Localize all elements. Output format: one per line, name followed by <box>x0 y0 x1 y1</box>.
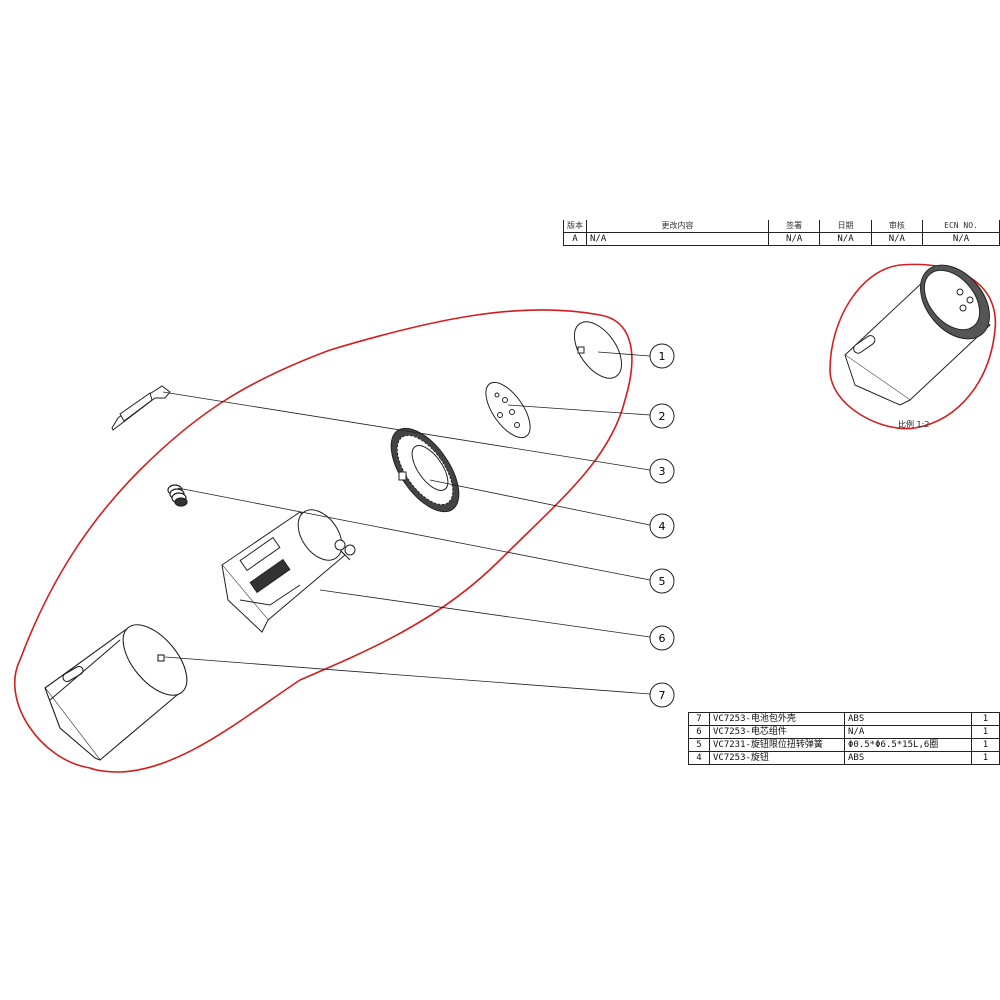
part-7-housing <box>44 624 188 761</box>
balloon-4-label: 4 <box>659 520 666 533</box>
bom-name: VC7253-电池包外壳 <box>709 712 845 726</box>
part-4-knob <box>390 427 460 513</box>
leader-1 <box>597 351 651 357</box>
bom-material: N/A <box>844 725 972 739</box>
revision-row: A N/A N/A N/A N/A N/A <box>563 232 1000 246</box>
leader-5 <box>177 487 651 581</box>
bom-qty: 1 <box>971 712 1000 726</box>
leader-3 <box>162 391 651 471</box>
balloon-3: 3 <box>649 458 675 484</box>
part-5-spring <box>167 484 188 507</box>
bom-qty: 1 <box>971 725 1000 739</box>
leader-6 <box>319 589 651 638</box>
balloon-4: 4 <box>649 513 675 539</box>
bom-row: 4 VC7253-旋钮 ABS 1 <box>688 751 1000 765</box>
markup-outline-exploded <box>14 309 633 773</box>
bom-row: 5 VC7231-旋钮限位扭转弹簧 Φ0.5*Φ6.5*15L,6圈 1 <box>688 738 1000 752</box>
bom-material: Φ0.5*Φ6.5*15L,6圈 <box>844 738 972 752</box>
bom-table: 7 VC7253-电池包外壳 ABS 1 6 VC7253-电芯组件 N/A 1… <box>688 712 1000 765</box>
leader-7 <box>164 656 651 695</box>
balloon-3-label: 3 <box>659 465 666 478</box>
bom-material: ABS <box>844 751 972 765</box>
part-6-cell-assembly <box>221 509 356 633</box>
bom-name: VC7231-旋钮限位扭转弹簧 <box>709 738 845 752</box>
bom-qty: 1 <box>971 751 1000 765</box>
balloon-6: 6 <box>649 625 675 651</box>
part-1-cover <box>573 321 623 379</box>
markup-outline-assembled <box>829 263 997 430</box>
bom-qty: 1 <box>971 738 1000 752</box>
rev-cell: A <box>563 232 587 246</box>
ecn-cell: N/A <box>922 232 1000 246</box>
balloon-7: 7 <box>649 682 675 708</box>
leader-lines <box>162 351 651 695</box>
assembled-view <box>844 264 991 406</box>
balloon-7-label: 7 <box>659 689 666 702</box>
bom-no: 6 <box>688 725 710 739</box>
bom-no: 4 <box>688 751 710 765</box>
balloons: 1 2 3 4 5 6 7 <box>649 343 675 708</box>
part-3-bracket <box>111 385 171 431</box>
bom-name: VC7253-旋钮 <box>709 751 845 765</box>
bom-no: 5 <box>688 738 710 752</box>
balloon-1: 1 <box>649 343 675 369</box>
bom-material: ABS <box>844 712 972 726</box>
leader-2 <box>507 404 651 416</box>
balloon-2: 2 <box>649 403 675 429</box>
leader-4 <box>429 479 651 526</box>
part-2-disc <box>485 381 531 439</box>
bom-no: 7 <box>688 712 710 726</box>
bom-row: 7 VC7253-电池包外壳 ABS 1 <box>688 712 1000 726</box>
bom-row: 6 VC7253-电芯组件 N/A 1 <box>688 725 1000 739</box>
revision-table: 版本 更改内容 签署 日期 审核 ECN NO. A N/A N/A N/A N… <box>563 220 1000 246</box>
check-cell: N/A <box>870 232 924 246</box>
scale-note: 比例 1:2 <box>898 419 929 429</box>
balloon-1-label: 1 <box>659 350 666 363</box>
bom-name: VC7253-电芯组件 <box>709 725 845 739</box>
balloon-2-label: 2 <box>659 410 666 423</box>
balloon-5: 5 <box>649 568 675 594</box>
balloon-6-label: 6 <box>659 632 666 645</box>
balloon-5-label: 5 <box>659 575 666 588</box>
